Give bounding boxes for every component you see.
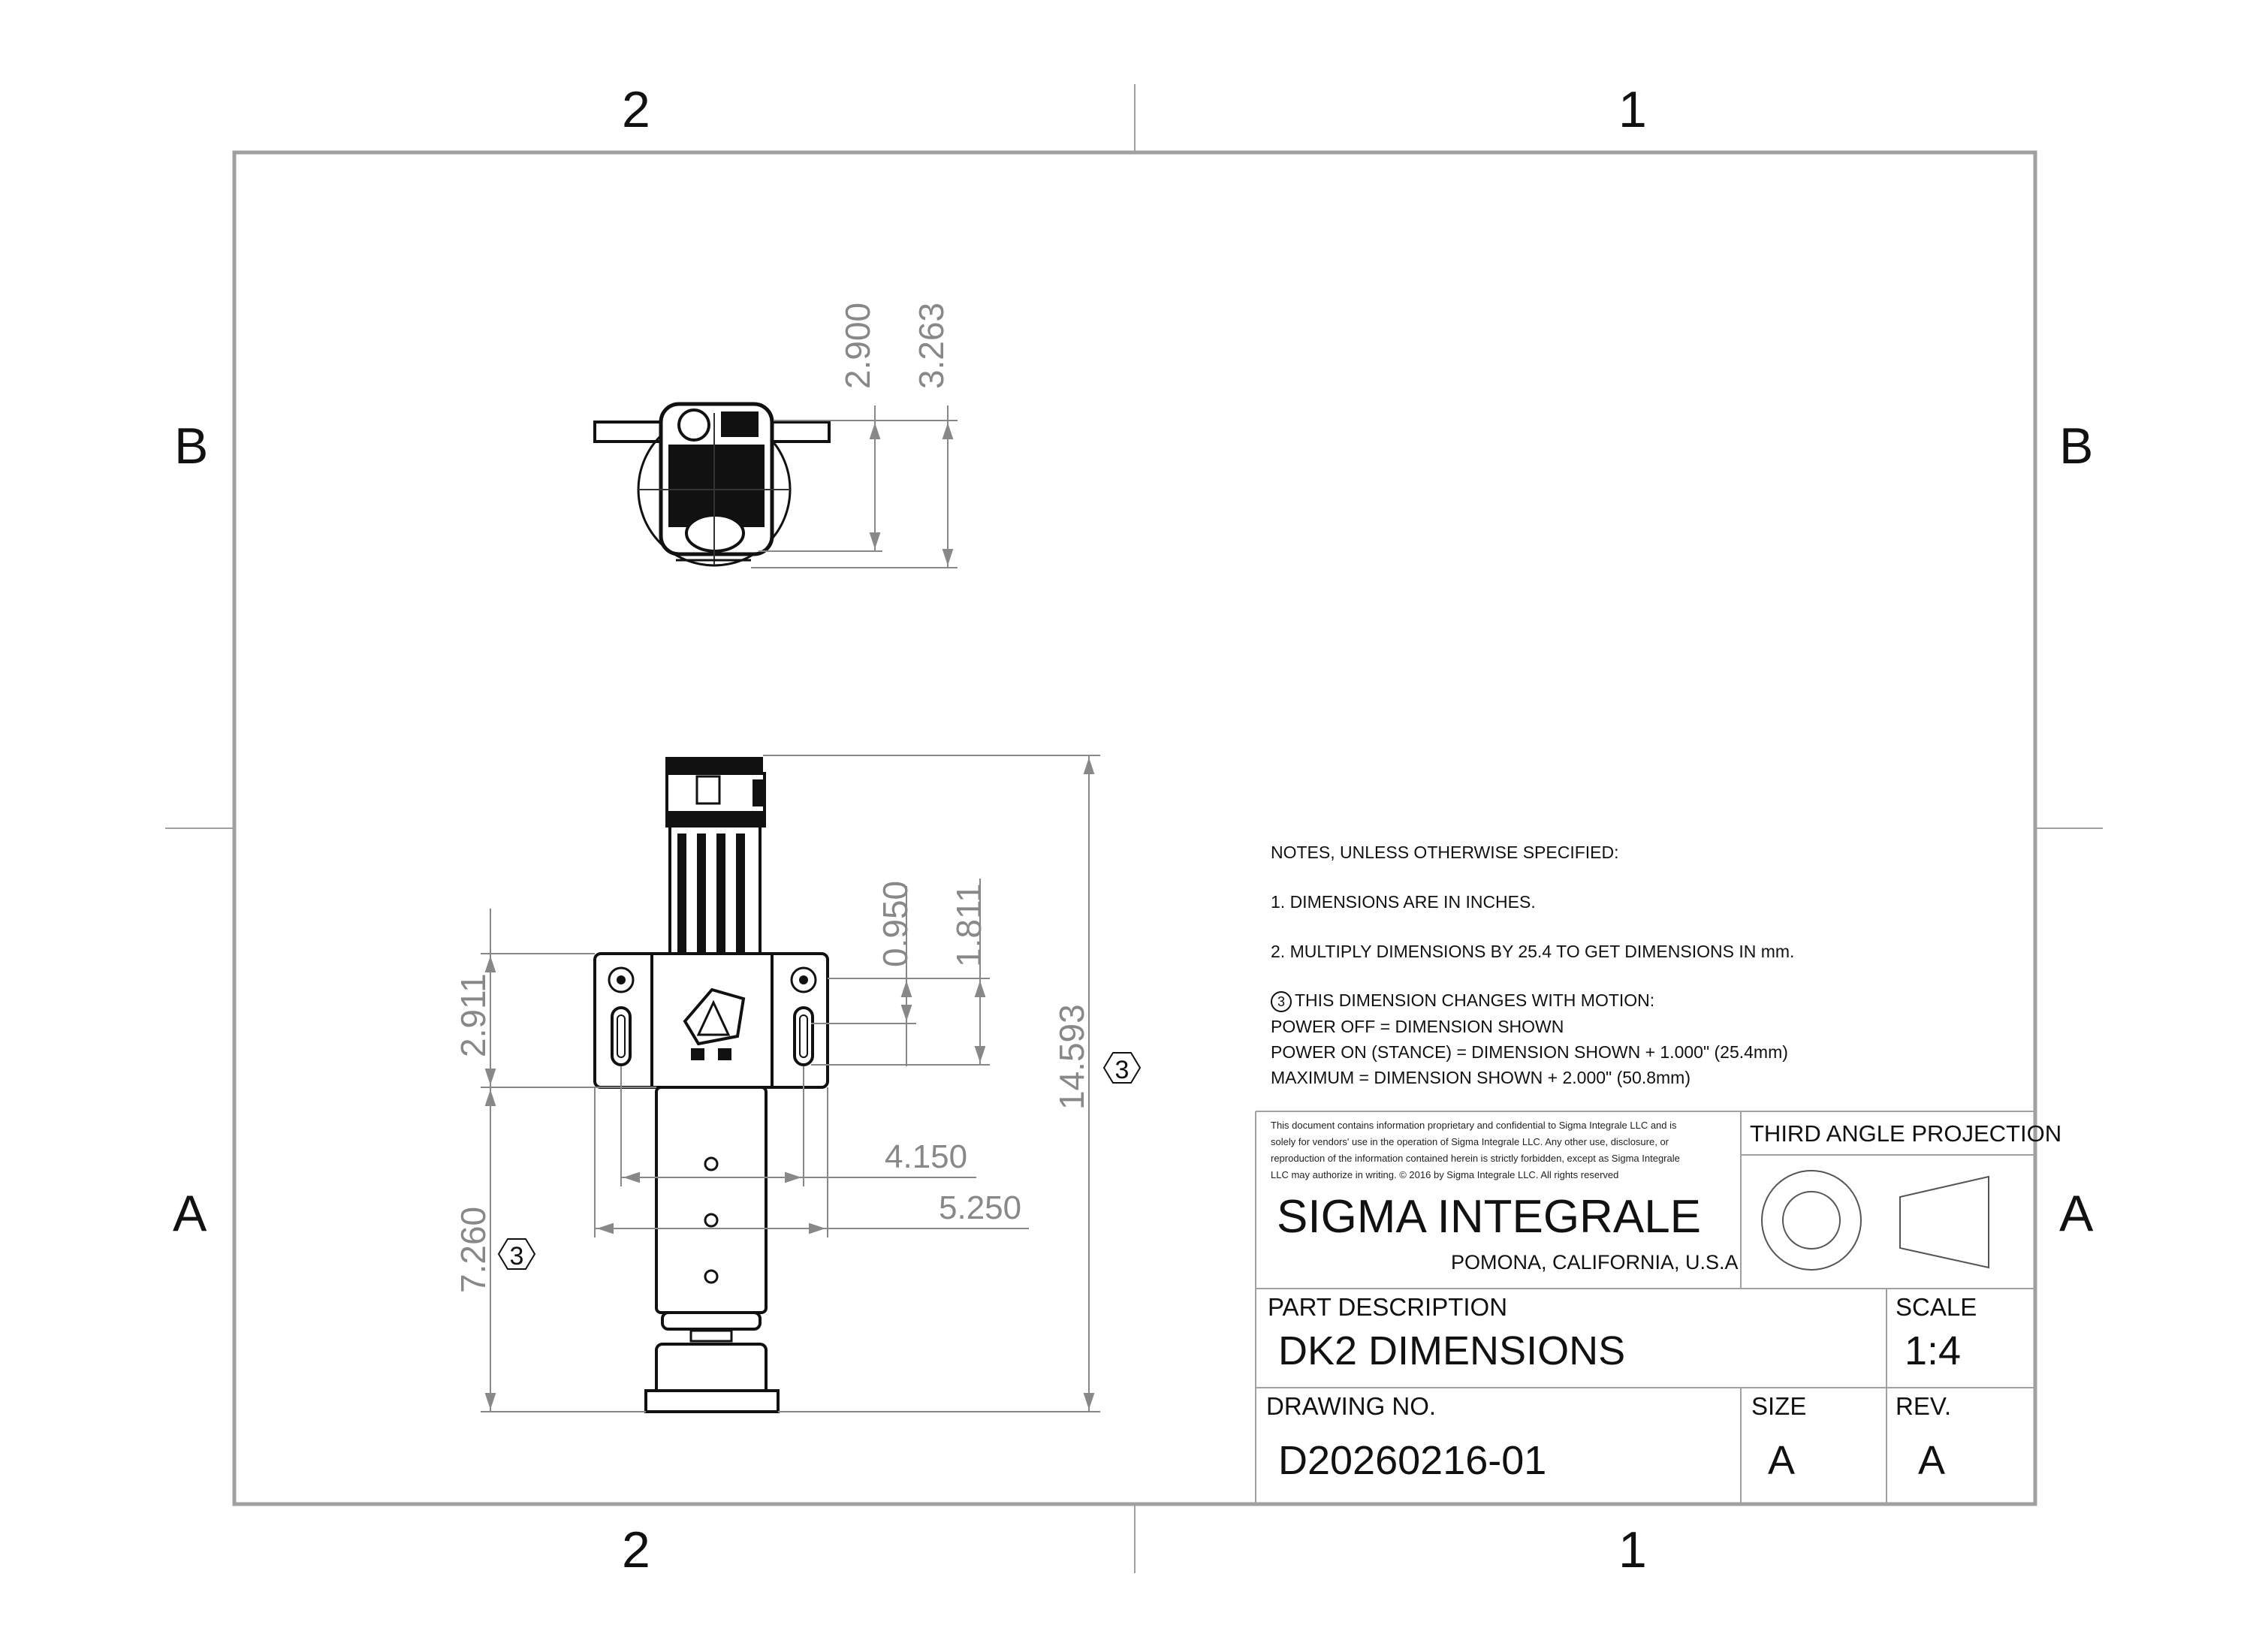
drawing-no: D20260216-01 bbox=[1278, 1438, 1547, 1483]
note-1: 1. DIMENSIONS ARE IN INCHES. bbox=[1271, 892, 1536, 912]
notes-heading: NOTES, UNLESS OTHERWISE SPECIFIED: bbox=[1271, 843, 1619, 862]
part-description-label: PART DESCRIPTION bbox=[1268, 1293, 1508, 1321]
dim-2911: 2.911 bbox=[454, 973, 493, 1057]
size-value: A bbox=[1768, 1438, 1796, 1483]
dim-1811: 1.811 bbox=[949, 883, 988, 967]
svg-text:3: 3 bbox=[1115, 1056, 1130, 1084]
top-view bbox=[593, 402, 831, 567]
dim-7260: 7.260 bbox=[454, 1207, 493, 1293]
zone-column-2-bottom: 2 bbox=[622, 1521, 650, 1578]
zone-column-1-bottom: 1 bbox=[1618, 1521, 1647, 1578]
zone-row-b-right: B bbox=[2059, 418, 2094, 475]
zone-row-a-left: A bbox=[173, 1185, 207, 1242]
size-label: SIZE bbox=[1751, 1392, 1807, 1420]
projection-label: THIRD ANGLE PROJECTION bbox=[1750, 1120, 2062, 1147]
dim-14593: 14.593 bbox=[1052, 1004, 1091, 1110]
dim-0950: 0.950 bbox=[876, 881, 915, 967]
zone-row-a-right: A bbox=[2059, 1185, 2094, 1242]
scale-value: 1:4 bbox=[1905, 1328, 1962, 1373]
note-3-line-2: POWER ON (STANCE) = DIMENSION SHOWN + 1.… bbox=[1271, 1042, 1788, 1062]
third-angle-projection-symbol bbox=[1761, 1170, 1989, 1271]
rev-value: A bbox=[1918, 1438, 1946, 1483]
dk-logo bbox=[683, 987, 746, 1060]
front-view bbox=[593, 757, 829, 1413]
drawing-no-label: DRAWING NO. bbox=[1266, 1392, 1437, 1420]
dim-4150: 4.150 bbox=[885, 1138, 967, 1175]
dim-5250: 5.250 bbox=[939, 1189, 1021, 1226]
top-view-dimension-lines bbox=[751, 405, 958, 568]
note-3-line-1: POWER OFF = DIMENSION SHOWN bbox=[1271, 1017, 1564, 1036]
note-2: 2. MULTIPLY DIMENSIONS BY 25.4 TO GET DI… bbox=[1271, 942, 1795, 961]
company-location: POMONA, CALIFORNIA, U.S.A bbox=[1451, 1251, 1739, 1274]
sheet-border bbox=[232, 150, 2037, 1506]
proprietary-disclaimer: This document contains information propr… bbox=[1271, 1120, 1680, 1180]
note-3-line-3: MAXIMUM = DIMENSION SHOWN + 2.000" (50.8… bbox=[1271, 1068, 1691, 1087]
rev-label: REV. bbox=[1896, 1392, 1951, 1420]
zone-row-b-left: B bbox=[174, 418, 209, 475]
zone-ticks bbox=[165, 84, 2103, 1573]
flag-note-14593: 3 bbox=[1102, 1052, 1142, 1084]
zone-column-2-top: 2 bbox=[622, 81, 650, 138]
flag-note-7260: 3 bbox=[497, 1238, 536, 1271]
dim-2900: 2.900 bbox=[838, 303, 877, 389]
scale-label: SCALE bbox=[1896, 1293, 1977, 1321]
note-3-title-text: THIS DIMENSION CHANGES WITH MOTION: bbox=[1295, 990, 1655, 1011]
part-description: DK2 DIMENSIONS bbox=[1278, 1328, 1626, 1373]
zone-column-1-top: 1 bbox=[1618, 81, 1647, 138]
note-3-flag: 3 bbox=[1271, 991, 1292, 1012]
title-block-grid bbox=[1255, 1111, 2035, 1504]
company-name: SIGMA INTEGRALE bbox=[1277, 1191, 1702, 1243]
front-view-dimension-lines bbox=[481, 755, 1100, 1412]
dim-3263: 3.263 bbox=[912, 303, 951, 389]
svg-text:3: 3 bbox=[510, 1242, 524, 1271]
